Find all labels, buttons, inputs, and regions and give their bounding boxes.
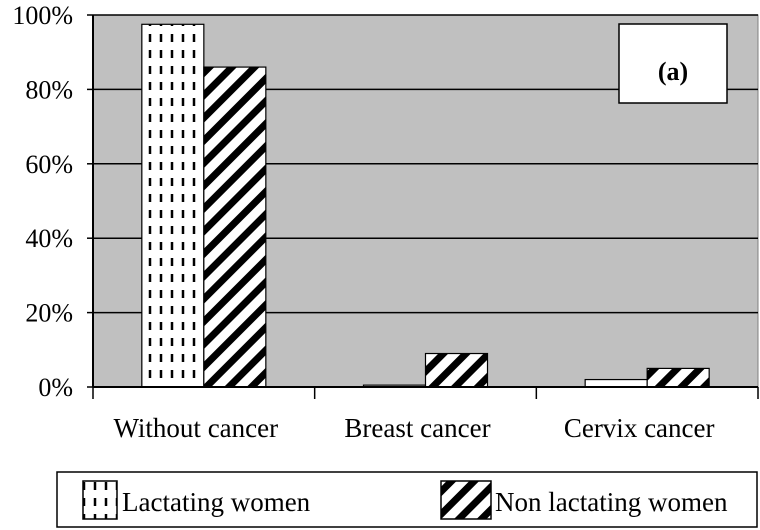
legend-label-lactating: Lactating women [122,487,311,517]
bar-non-lactating [646,367,710,388]
y-axis-ticks: 0% 20% 40% 60% 80% 100% [12,1,93,402]
y-tick-label: 0% [38,373,73,402]
y-tick-label: 80% [25,75,73,104]
x-axis-ticks: Without cancer Breast cancer Cervix cancer [92,387,759,443]
annotation-label: (a) [658,57,688,86]
bar-lactating [584,378,648,388]
y-tick-label: 20% [25,299,73,328]
legend-swatch-non-lactating [440,480,492,520]
bar-non-lactating [424,352,489,388]
x-tick-label: Without cancer [114,413,279,443]
y-tick-label: 40% [25,224,73,253]
y-tick-label: 100% [12,1,73,30]
legend-label-non-lactating: Non lactating women [495,487,728,517]
annotation-box: (a) [618,23,728,104]
x-tick-label: Cervix cancer [564,413,715,443]
bars [141,23,710,388]
legend-frame [56,471,758,528]
y-tick-label: 60% [25,150,73,179]
legend: Lactating women Non lactating women [56,471,758,528]
bar-non-lactating [203,66,267,388]
x-tick-label: Breast cancer [344,413,490,443]
bar-lactating [141,23,205,388]
legend-swatch-lactating [82,480,118,520]
